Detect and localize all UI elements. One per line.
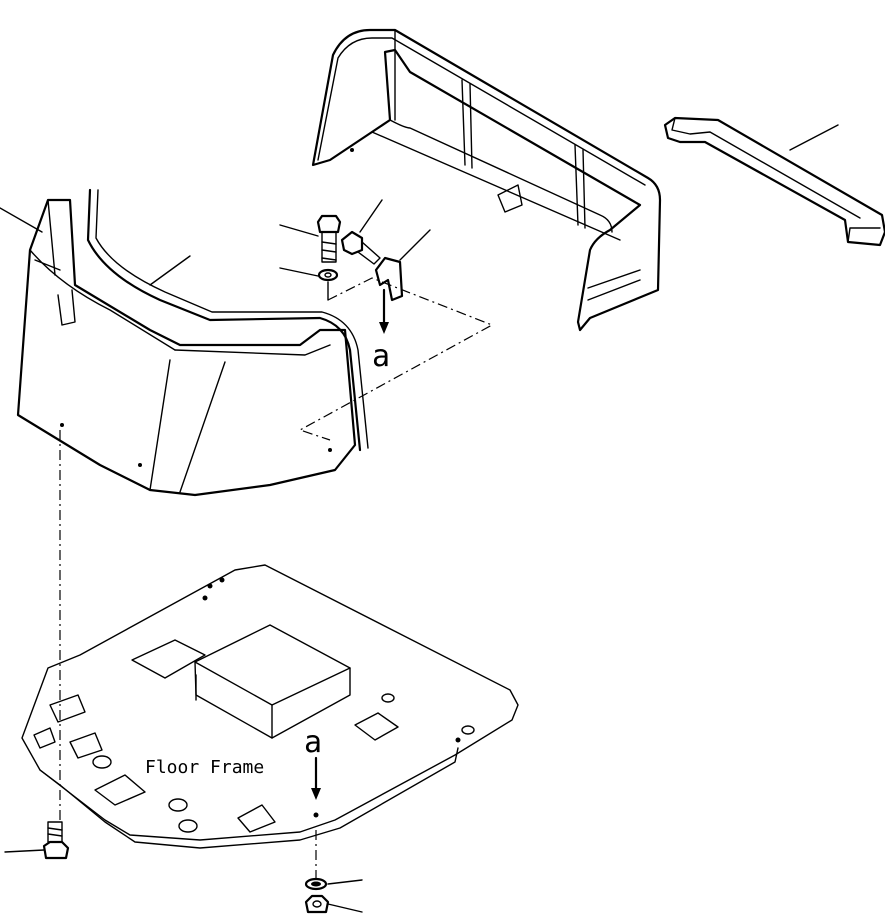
rear-cover-part (311, 28, 662, 332)
front-cover-part (0, 198, 357, 497)
mounting-guide-lines (59, 277, 494, 885)
fastener-group: a (279, 199, 431, 374)
floor-frame-part: Floor Frame a (21, 564, 519, 849)
seal-strip-part (86, 188, 369, 452)
floor-frame-label: Floor Frame (145, 757, 264, 778)
bottom-fastener-group (4, 821, 363, 914)
trim-strip-part (663, 116, 885, 247)
ref-a-bottom-label: a (304, 725, 322, 760)
ref-a-top-label: a (372, 339, 390, 374)
